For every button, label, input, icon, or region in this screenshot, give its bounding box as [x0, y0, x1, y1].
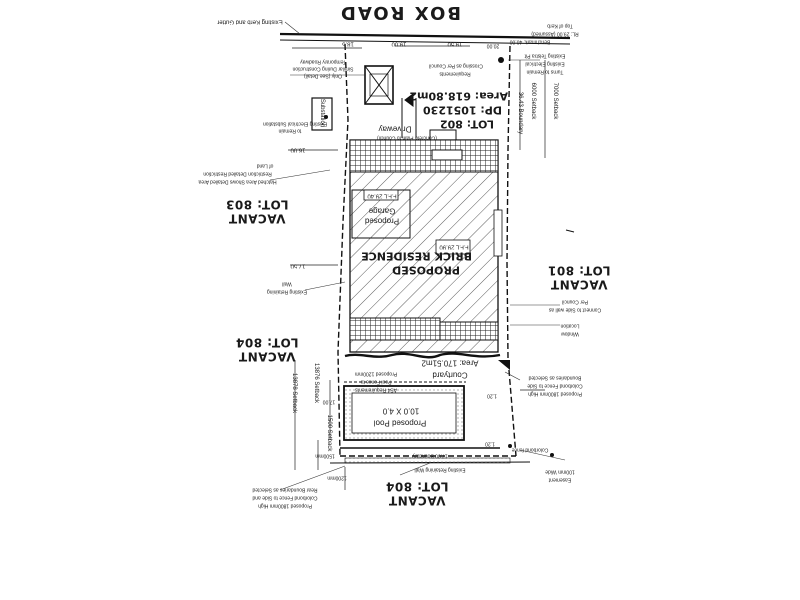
dimension-lines	[288, 45, 546, 490]
dim-front-left: 18.5	[342, 40, 354, 47]
lot-804-bottom-status: VACANT	[388, 493, 446, 508]
kerb-note: Existing Kerb and Gutter	[217, 18, 283, 25]
boundary-fence-note: Colorbond fence	[511, 446, 549, 453]
road-name: BOX ROAD	[338, 1, 462, 23]
pool	[343, 385, 465, 441]
subject-lot-number: LOT: 802	[439, 117, 495, 131]
temporary-roadway	[364, 65, 394, 105]
residence-label-1: PROPOSED	[392, 263, 460, 277]
crossing-note-1: Crossing as Per Council	[429, 62, 483, 69]
dim-left-boundary: 16.00	[290, 146, 306, 153]
pool-fence-note-3: AS4 Requirements	[355, 386, 397, 393]
residence-ffl: F.F.L 29.90	[439, 243, 469, 250]
retaining-wall-note-2: Wall	[282, 280, 292, 287]
subject-lot-area: Area: 618.80m2	[409, 89, 508, 103]
lot-803-number: LOT: 803	[225, 197, 289, 212]
bottom-setback-dim: 1200mm	[327, 474, 347, 481]
hatched-note-3: of Land	[256, 162, 274, 169]
benchmark-note: Benchmark: 40.00	[509, 38, 551, 45]
benchmark-rl-note: RL: 29.00 (Assumed)	[531, 30, 579, 37]
crossing-note-2: Requirements	[439, 70, 471, 77]
garage-label-2: Garage	[368, 206, 396, 216]
hatched-note-1: Hatched Area Shows Detailed Area	[198, 178, 277, 185]
substation-note-2: to Remain	[278, 127, 302, 134]
colorbond-right-note-3: Boundaries as Selected	[528, 374, 582, 381]
front-setback-dim: 6000 Setback	[530, 82, 536, 120]
turns-remain-note: Turns to Remain	[526, 68, 564, 75]
dim-front-mid1: 19.00	[391, 40, 407, 47]
pool-label: Proposed Pool	[373, 418, 427, 428]
colorbond-left-note-3: Rear Boundaries as Selected	[252, 486, 318, 493]
lot-804-left-status: VACANT	[238, 349, 296, 364]
spot-level-1: 1.20	[487, 392, 497, 399]
sewer-note-2: Easement	[548, 476, 572, 483]
pool-fence	[340, 381, 500, 449]
spot-level-2: 1.20	[485, 440, 495, 447]
pool-fence-note-1: Proposed 1200mm	[354, 370, 398, 377]
substation-box	[311, 97, 333, 131]
colorbond-left-note-1: Proposed 1800mm High	[258, 502, 312, 509]
kerb-and-gutter	[279, 32, 571, 45]
courtyard-label: Courtyard	[432, 370, 468, 380]
right-boundary-dim: 36.43 Boundary	[517, 91, 523, 135]
lot-804-left-number: LOT: 804	[235, 335, 299, 350]
rear-setback-dim: 13876 Setback	[313, 362, 319, 404]
window-note-2: Location	[560, 322, 580, 329]
temp-roadway-note-1: Temporary Roadway	[300, 58, 346, 65]
garage-ffl: F.F.L 29.40	[367, 192, 397, 199]
lot-801-status: VACANT	[550, 277, 608, 292]
substation-label: Substation	[319, 98, 325, 128]
side-walls-note-2: Per Council	[562, 298, 588, 305]
temp-roadway-note-3: Only (See Detail)	[303, 72, 343, 79]
site-markers	[324, 57, 575, 457]
driveway-label: Driveway	[378, 124, 412, 134]
dim-front-mid2: 19.50	[447, 40, 463, 47]
pool-size: 10.0 X 4.0	[382, 406, 420, 416]
top-of-kerb-note: Top of Kerb	[547, 22, 573, 29]
pool-fence-note-2: Pool Fence to	[360, 378, 392, 385]
lot-801-number: LOT: 801	[547, 263, 611, 278]
pool-setback-dim: 1500mm	[315, 452, 335, 459]
colorbond-right-note-1: Proposed 1800mm High	[528, 390, 582, 397]
rear-boundary-dim: 17.00 Boundary	[412, 452, 448, 459]
lot-803-status: VACANT	[228, 211, 286, 226]
side-setback-dim: 1500 Setback	[326, 414, 332, 452]
dim-left-side: 17.50	[290, 262, 306, 269]
colorbond-right-note-2: Colorbond Fence to Side	[527, 382, 583, 389]
lot-804-bottom-number: LOT: 804	[385, 479, 449, 494]
hatched-note-2: Restriction Detailed Restriction	[203, 170, 272, 177]
residence-label-2: BRICK RESIDENCE	[361, 249, 472, 263]
courtyard-area: Area: 170.51m2	[421, 358, 479, 368]
side-walls-note-1: Connect to Side wall as	[548, 306, 602, 313]
driveway-note: (Concrete Plain to Council)	[377, 134, 437, 141]
courtyard-edge	[344, 352, 501, 359]
leader-lines	[269, 21, 566, 491]
rear-setback-outer-dim: 13878 Setback	[291, 372, 297, 414]
dim-rear-left: 17.00	[322, 398, 336, 405]
electrical-pit-note: Existing Electrical	[525, 60, 565, 67]
sewer-note-1: 100mm Wide	[545, 468, 575, 475]
temp-roadway-note-2: Similar During Construction	[292, 65, 354, 72]
colorbond-left-note-2: Colorbond Fence to Side and	[252, 494, 318, 501]
residence-footprint	[349, 139, 503, 353]
retaining-wall-note-1: Existing Retaining	[266, 288, 308, 295]
rear-retaining	[344, 457, 511, 464]
rear-retaining-note: Existing Retaining Wall	[414, 466, 466, 473]
window-note-1: Window	[561, 330, 579, 337]
dim-front-right: 20.00	[486, 42, 500, 49]
subject-lot-dp: DP: 1051230	[423, 103, 502, 117]
telstra-pit-note: Existing Telstra Pit	[524, 52, 566, 59]
right-setback-dim: 7000 Setback	[552, 82, 558, 120]
garage-label-1: Proposed	[364, 216, 400, 226]
